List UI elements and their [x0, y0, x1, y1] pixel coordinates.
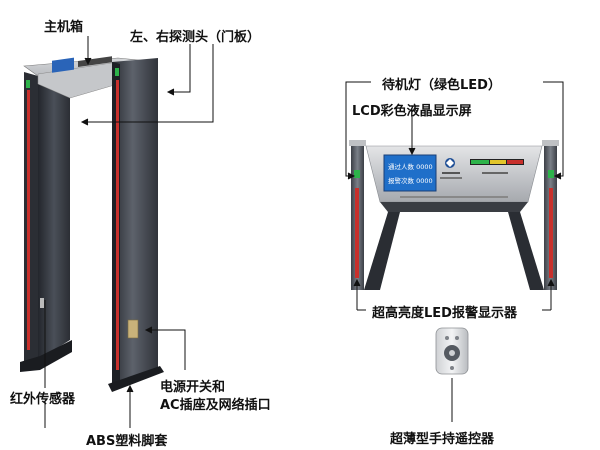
- label-power-line2: AC插座及网络插口: [160, 398, 271, 413]
- lcd-line2: 报警次数 0000: [388, 176, 433, 185]
- arrow-probes-a: [166, 88, 175, 96]
- right-door-panel: [112, 58, 158, 386]
- remote-center-button: [449, 350, 455, 356]
- leader-power: [148, 329, 186, 370]
- left-alarm-led-strip: [27, 90, 30, 350]
- lcd-panel: [383, 154, 437, 192]
- remote-control: [435, 327, 469, 375]
- leader-probes-a: [170, 44, 191, 93]
- gate-front-view: 通过人数 0000 报警次数 0000: [349, 140, 559, 290]
- panel-bottom-strip: [400, 196, 508, 198]
- power-socket: [127, 319, 139, 339]
- left-standby-led: [26, 80, 30, 88]
- led-bar-green: [471, 160, 489, 164]
- panel-info-strip: [482, 172, 508, 174]
- front-left-standby-led: [354, 170, 360, 178]
- label-remote: 超薄型手持遥控器: [390, 432, 495, 447]
- leader-probes-b: [84, 44, 214, 123]
- arrow-alarm-right: [547, 278, 555, 287]
- remote-bottom-button: [450, 366, 454, 370]
- arrow-power: [144, 326, 153, 334]
- main-box-panel-strip: [78, 56, 112, 68]
- left-door-panel: [24, 72, 38, 366]
- arrow-probes-b: [80, 118, 89, 126]
- label-main-box: 主机箱: [44, 20, 84, 35]
- arrow-alarm-left: [353, 278, 361, 287]
- leader-lines: [44, 36, 564, 428]
- front-inner-right-leg: [508, 212, 544, 290]
- infrared-sensor: [40, 298, 44, 308]
- label-abs-feet: ABS塑料脚套: [86, 434, 168, 449]
- arrow-main-box: [84, 57, 92, 66]
- right-abs-foot: [108, 366, 164, 392]
- arrow-abs: [126, 384, 134, 393]
- front-inner-left-leg: [364, 212, 400, 290]
- front-right-alarm-led: [549, 188, 553, 278]
- main-box-display: [52, 57, 74, 73]
- front-left-alarm-led: [355, 188, 359, 278]
- label-lcd-screen: LCD彩色液晶显示屏: [352, 104, 472, 119]
- led-bar-yellow: [490, 160, 506, 164]
- label-infrared-sensor: 红外传感器: [10, 392, 76, 407]
- arrow-standby-left: [347, 172, 356, 180]
- front-right-standby-led: [548, 170, 554, 178]
- arrow-lcd: [408, 147, 416, 156]
- gate-left-view: [20, 56, 164, 392]
- brand-text-strip: [442, 172, 460, 174]
- remote-top-button-2: [455, 336, 459, 340]
- label-standby-light: 待机灯（绿色LED）: [382, 78, 501, 93]
- label-led-alarm: 超高亮度LED报警显示器: [372, 306, 517, 321]
- lcd-line1: 通过人数 0000: [388, 162, 433, 171]
- left-door-panel-face: [38, 76, 70, 360]
- front-left-cap: [349, 140, 366, 146]
- front-right-cap: [542, 140, 559, 146]
- brand-logo-mark: [446, 159, 454, 167]
- label-power-line1: 电源开关和: [160, 380, 226, 395]
- led-bar-red: [507, 160, 523, 164]
- arrow-standby-right: [553, 172, 562, 180]
- left-abs-foot: [20, 340, 72, 372]
- brand-subtext-strip: [440, 177, 462, 179]
- front-housing-underside: [380, 202, 528, 212]
- right-standby-led: [115, 68, 119, 76]
- label-probes: 左、右探测头（门板）: [130, 30, 261, 45]
- right-alarm-led-strip: [116, 80, 119, 370]
- remote-top-button: [445, 336, 449, 340]
